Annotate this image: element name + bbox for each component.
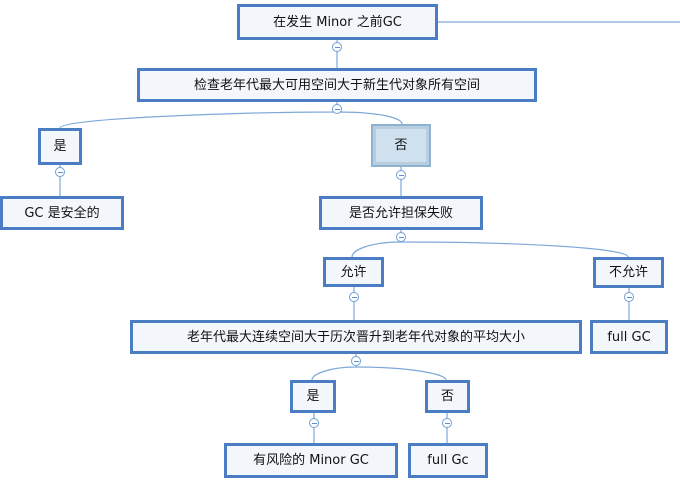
node-no-2[interactable]: 否 bbox=[425, 380, 470, 413]
collapse-toggle-root[interactable] bbox=[332, 42, 342, 52]
collapse-toggle-avg-check[interactable] bbox=[351, 356, 361, 366]
collapse-toggle-yes-2[interactable] bbox=[309, 418, 319, 428]
node-no-1[interactable]: 否 bbox=[371, 124, 431, 167]
node-gc-safe[interactable]: GC 是安全的 bbox=[0, 196, 124, 230]
node-yes-2[interactable]: 是 bbox=[290, 380, 336, 413]
collapse-toggle-no-1[interactable] bbox=[396, 170, 406, 180]
link-check-no1 bbox=[336, 111, 403, 125]
link-allowq-allow bbox=[351, 230, 402, 258]
collapse-toggle-yes-1[interactable] bbox=[55, 167, 65, 177]
node-avg-check[interactable]: 老年代最大连续空间大于历次晋升到老年代对象的平均大小 bbox=[130, 320, 582, 354]
link-avg-yes2 bbox=[311, 354, 357, 381]
collapse-toggle-allow[interactable] bbox=[349, 292, 359, 302]
link-avg-no2 bbox=[355, 366, 447, 381]
link-check-yes1 bbox=[59, 102, 338, 129]
node-check-space[interactable]: 检查老年代最大可用空间大于新生代对象所有空间 bbox=[137, 68, 537, 102]
node-full-gc-2[interactable]: full Gc bbox=[408, 443, 488, 478]
collapse-toggle-check[interactable] bbox=[332, 104, 342, 114]
node-allow[interactable]: 允许 bbox=[323, 257, 384, 287]
collapse-toggle-disallow[interactable] bbox=[624, 292, 634, 302]
node-risky-minor-gc[interactable]: 有风险的 Minor GC bbox=[224, 443, 398, 478]
node-root[interactable]: 在发生 Minor 之前GC bbox=[237, 4, 438, 40]
node-yes-1[interactable]: 是 bbox=[38, 128, 82, 165]
node-full-gc-1[interactable]: full GC bbox=[590, 320, 668, 354]
collapse-toggle-no-2[interactable] bbox=[442, 418, 452, 428]
node-allow-question[interactable]: 是否允许担保失败 bbox=[319, 196, 483, 230]
link-allowq-disallow bbox=[400, 241, 629, 258]
collapse-toggle-allow-question[interactable] bbox=[396, 232, 406, 242]
node-disallow[interactable]: 不允许 bbox=[593, 257, 664, 288]
